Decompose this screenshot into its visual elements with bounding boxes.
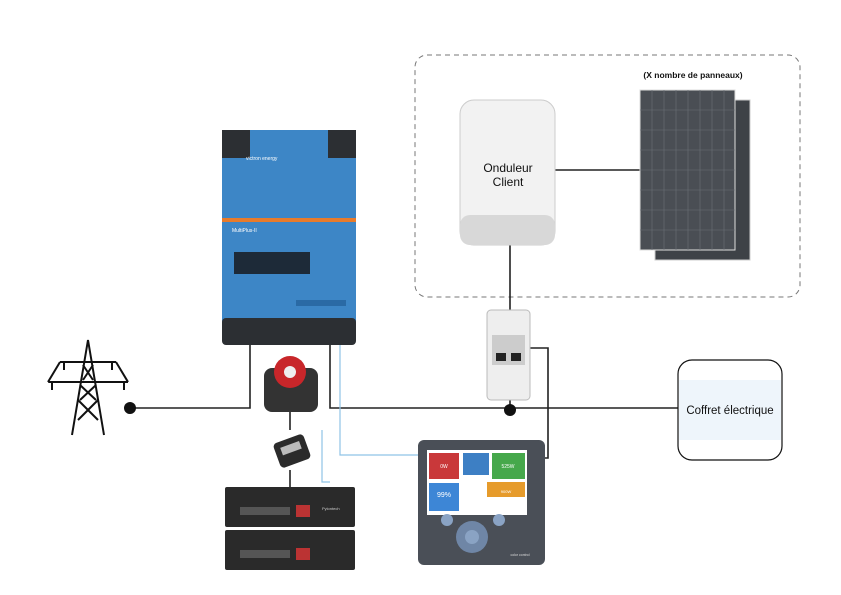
cc-brand: color control xyxy=(510,553,529,557)
inverter-brand: victron energy xyxy=(246,156,278,162)
client-inverter: Onduleur Client xyxy=(459,99,556,246)
solar-panels xyxy=(639,89,751,261)
battery-brand: Pylontech xyxy=(322,506,340,511)
electrical-panel: Coffret électrique xyxy=(677,359,783,461)
fuse-holder xyxy=(273,434,311,468)
cc-loads-value: 900W xyxy=(501,489,512,494)
junction-dot xyxy=(124,402,136,414)
battery-switch xyxy=(264,356,318,412)
electrical-panel-label: Coffret électrique xyxy=(686,405,773,417)
energy-meter xyxy=(486,309,531,401)
multiplus-inverter: victron energy MultiPlus-II xyxy=(222,130,356,345)
cc-grid-value: 0W xyxy=(440,464,448,470)
pv-area-boundary xyxy=(414,54,801,298)
client-inverter-label-1: Onduleur xyxy=(483,161,532,175)
inverter-model: MultiPlus-II xyxy=(232,228,257,234)
cc-pv-value: 525W xyxy=(501,464,514,470)
grid-pylon-icon xyxy=(47,339,129,436)
panels-note: (X nombre de panneaux) xyxy=(643,70,742,80)
junction-dot xyxy=(504,404,516,416)
wires xyxy=(130,169,678,487)
client-inverter-label-2: Client xyxy=(493,175,524,189)
color-control-gx: 0W 525W 99% 900W color control xyxy=(418,440,545,565)
comm-wires xyxy=(321,345,420,483)
battery-stack: Pylontech xyxy=(225,487,355,570)
cc-battery-value: 99% xyxy=(437,492,451,499)
